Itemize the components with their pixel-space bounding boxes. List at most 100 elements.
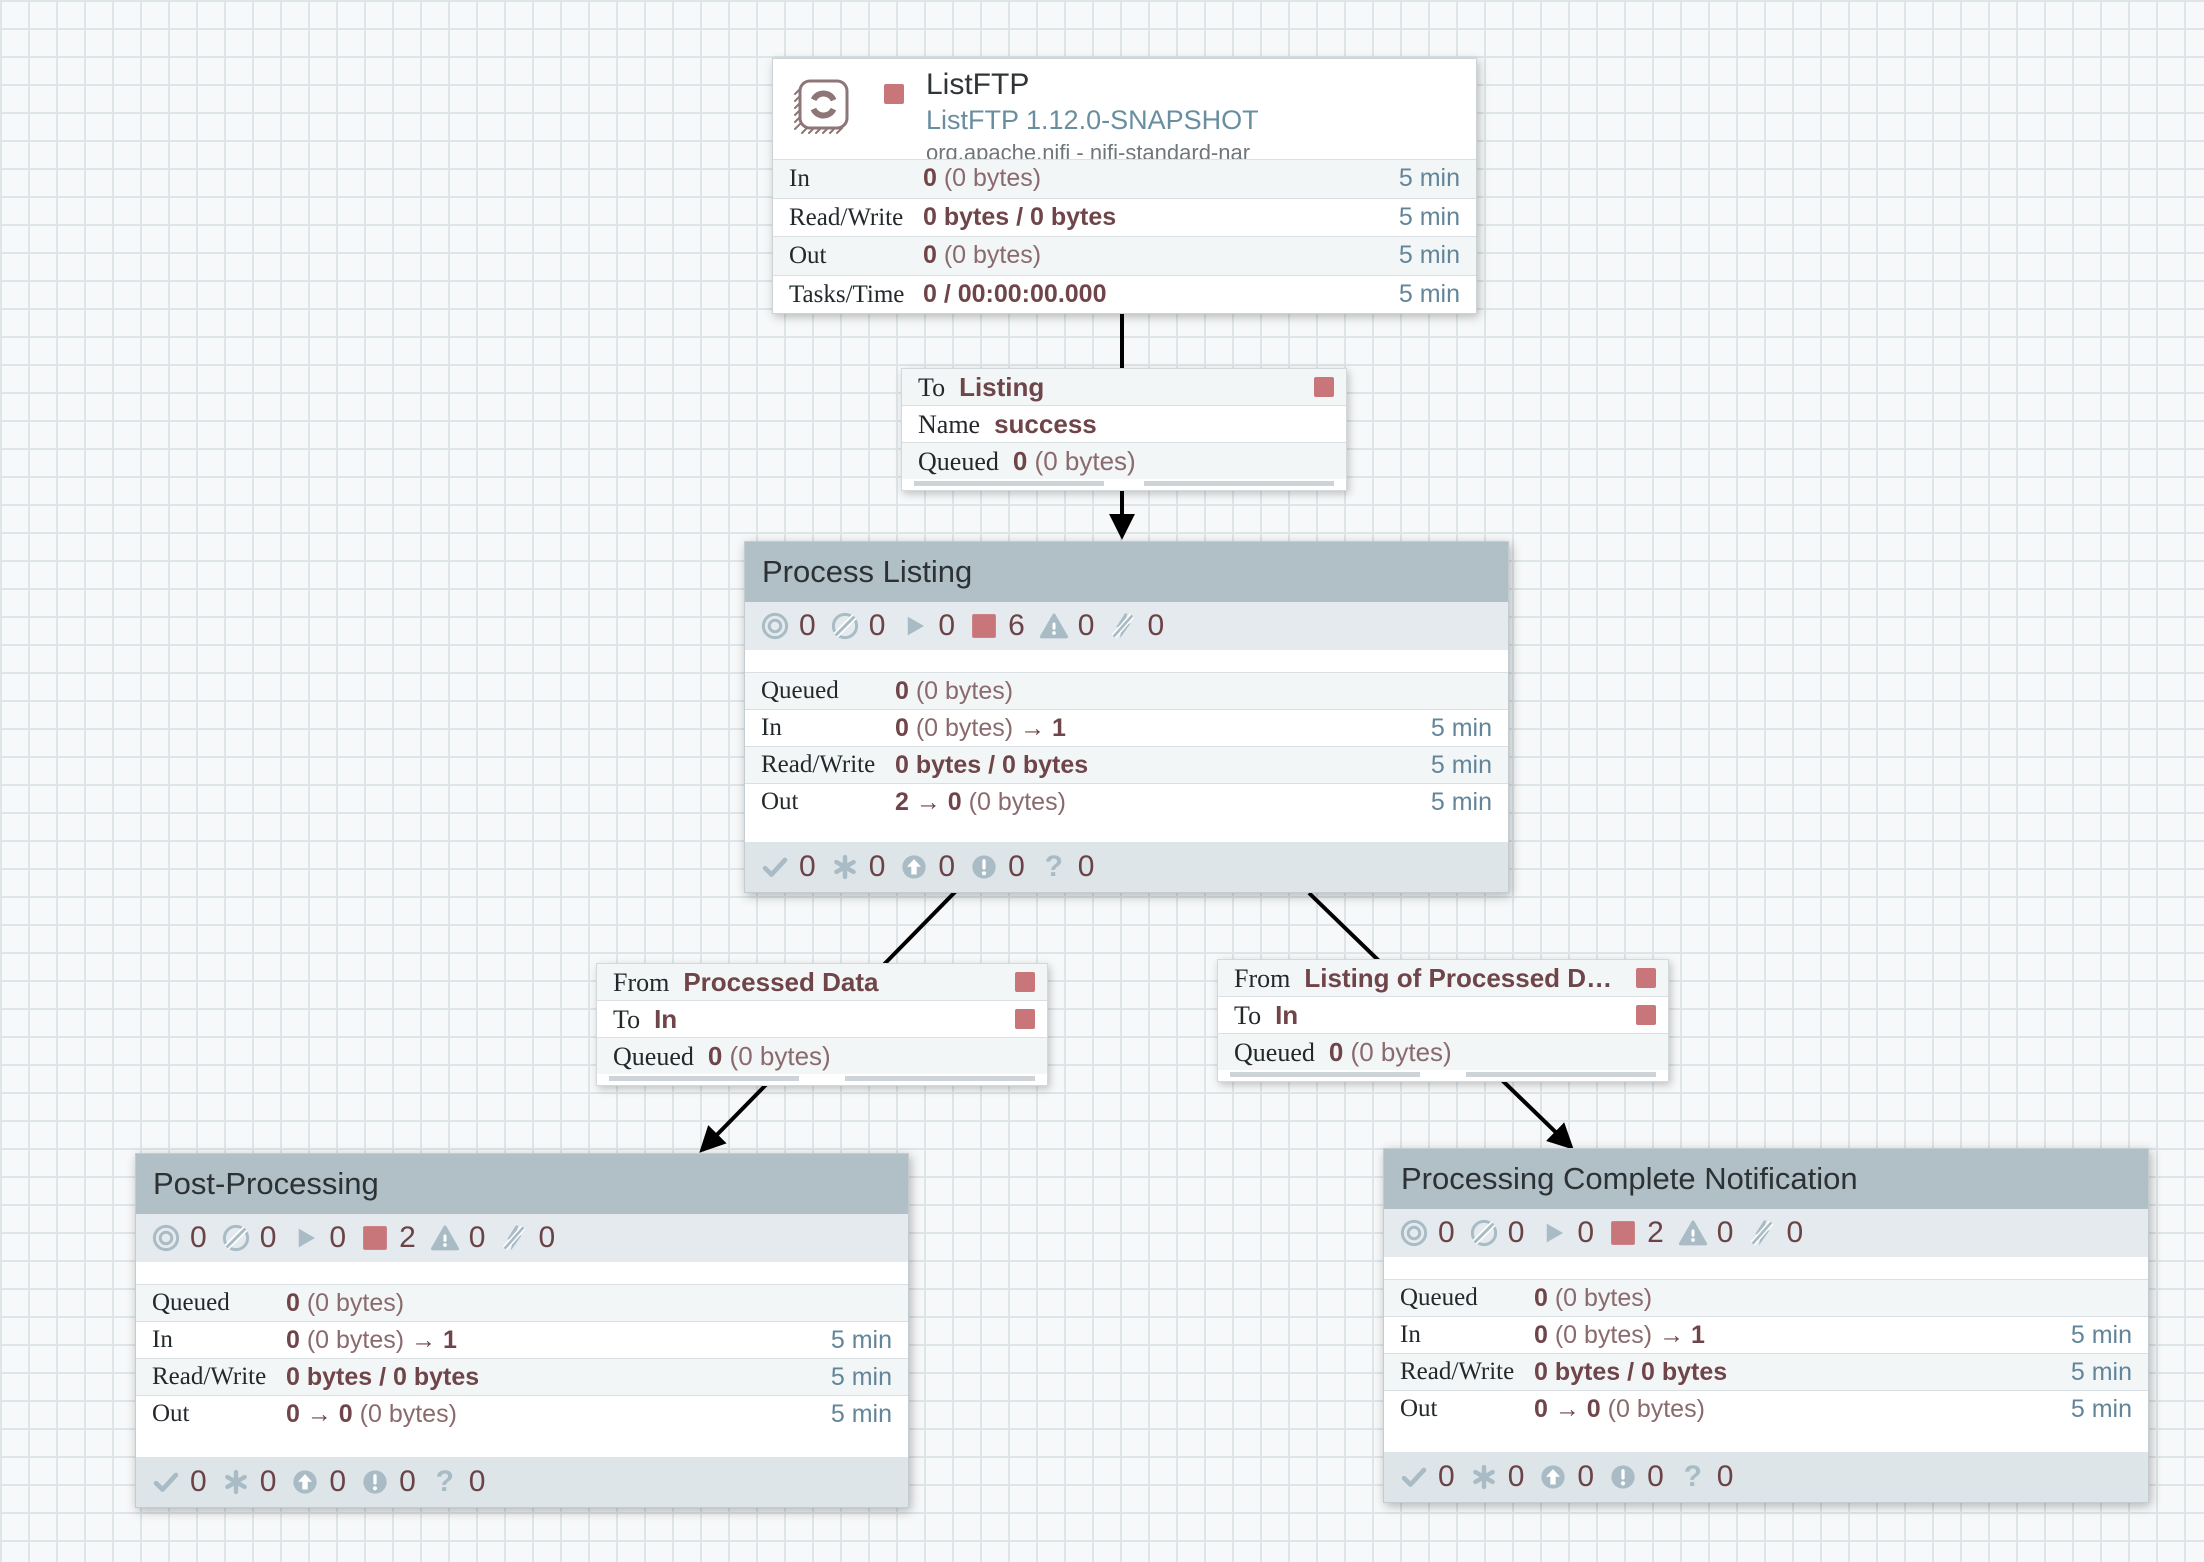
locally-modified-stale-icon	[968, 851, 1000, 883]
processor-icon	[794, 79, 849, 134]
stat-label: Out	[789, 242, 827, 269]
not-transmitting-icon	[1468, 1217, 1500, 1249]
stat-label: Out	[152, 1400, 190, 1427]
stat-value: 0 bytes / 0 bytes	[1534, 1358, 1728, 1386]
queue-usage-bars	[902, 479, 1346, 490]
stat-label: In	[761, 714, 782, 741]
status-count: 2	[399, 1221, 416, 1254]
status-count: 0	[468, 1465, 486, 1498]
status-item: ?0	[1677, 1460, 1734, 1494]
status-item: 0	[1398, 1460, 1455, 1494]
stale-icon	[1537, 1461, 1569, 1493]
connection-row-label: Queued	[918, 447, 999, 476]
stat-label: Out	[761, 788, 799, 815]
status-item: 0	[150, 1465, 207, 1499]
status-count: 0	[1147, 609, 1165, 642]
stat-value: 0 (0 bytes) → 1	[895, 714, 1066, 742]
connection-row: Queued 0 (0 bytes)	[902, 442, 1346, 479]
status-count: 0	[1438, 1460, 1455, 1493]
process-group-title: Post-Processing	[153, 1166, 379, 1201]
connection-row-label: Queued	[1234, 1038, 1315, 1067]
status-count: 0	[259, 1465, 277, 1498]
invalid-icon	[498, 1222, 530, 1254]
stat-label: In	[789, 165, 810, 192]
status-item: 6	[968, 609, 1025, 643]
status-item: 0	[759, 850, 816, 884]
processor-header: ListFTP ListFTP 1.12.0-SNAPSHOT org.apac…	[773, 59, 1476, 165]
process-group-header[interactable]: Post-Processing	[136, 1154, 908, 1214]
connection-row-value: 0 (0 bytes)	[1328, 1037, 1452, 1067]
stat-window: 5 min	[1398, 241, 1460, 269]
connection-row-value: In	[654, 1004, 678, 1034]
stopped-indicator-icon	[1636, 968, 1656, 988]
stopped-icon	[359, 1222, 391, 1254]
up-to-date-icon	[1398, 1461, 1430, 1493]
status-item: 0	[1537, 1216, 1594, 1250]
status-item: 0	[1398, 1216, 1455, 1250]
stat-value: 0 (0 bytes) → 1	[1534, 1321, 1705, 1349]
status-count: 0	[1786, 1216, 1804, 1249]
stat-window: 5 min	[830, 1363, 892, 1391]
process-group-title: Processing Complete Notification	[1401, 1161, 1858, 1196]
connection-row-value: 0 (0 bytes)	[1012, 446, 1136, 476]
queue-size-bar	[845, 1076, 1035, 1081]
locally-modified-icon	[220, 1466, 252, 1498]
status-item: 0	[1677, 1216, 1734, 1250]
stat-window: 5 min	[2070, 1321, 2132, 1349]
status-count: 0	[1507, 1460, 1525, 1493]
stat-window: 5 min	[830, 1326, 892, 1354]
status-item: 0	[289, 1221, 346, 1255]
stopped-indicator-icon	[884, 84, 904, 104]
stat-value: 0 / 00:00:00.000	[923, 279, 1107, 308]
stat-value: 0 → 0 (0 bytes)	[286, 1400, 457, 1428]
status-count: 0	[799, 609, 816, 642]
status-count: 0	[329, 1465, 347, 1498]
status-item: 0	[429, 1221, 485, 1255]
processor-listftp[interactable]: ListFTP ListFTP 1.12.0-SNAPSHOT org.apac…	[772, 58, 1477, 314]
status-count: 0	[1716, 1460, 1734, 1493]
locally-modified-icon	[829, 851, 861, 883]
status-item: 0	[1107, 609, 1164, 643]
stat-window: 5 min	[1398, 202, 1460, 231]
status-count: 0	[938, 850, 956, 883]
locally-modified-stale-icon	[359, 1466, 391, 1498]
stale-icon	[289, 1466, 321, 1498]
up-to-date-icon	[150, 1466, 182, 1498]
process-group-header[interactable]: Process Listing	[745, 542, 1508, 602]
connection-row-label: To	[1234, 1001, 1262, 1030]
up-to-date-icon	[759, 851, 791, 883]
connection-row-label: From	[613, 968, 670, 997]
stat-label: Read/Write	[761, 751, 876, 778]
stat-value: 0 bytes / 0 bytes	[286, 1363, 480, 1391]
stat-window: 5 min	[2070, 1358, 2132, 1386]
not-transmitting-icon	[829, 610, 861, 642]
status-count: 0	[1716, 1216, 1734, 1249]
stopped-icon	[1607, 1217, 1639, 1249]
stat-window: 5 min	[1430, 788, 1492, 816]
running-icon	[1537, 1217, 1569, 1249]
stat-label: In	[1400, 1321, 1421, 1348]
stat-window: 5 min	[1430, 751, 1492, 779]
status-item: 0	[759, 609, 816, 643]
status-count: 0	[1647, 1460, 1664, 1493]
stat-label: Queued	[1400, 1284, 1478, 1311]
status-item: 0	[1607, 1460, 1664, 1494]
status-item: 0	[898, 609, 955, 643]
process-group-header[interactable]: Processing Complete Notification	[1384, 1149, 2148, 1209]
stat-value: 0 (0 bytes)	[895, 677, 1014, 705]
